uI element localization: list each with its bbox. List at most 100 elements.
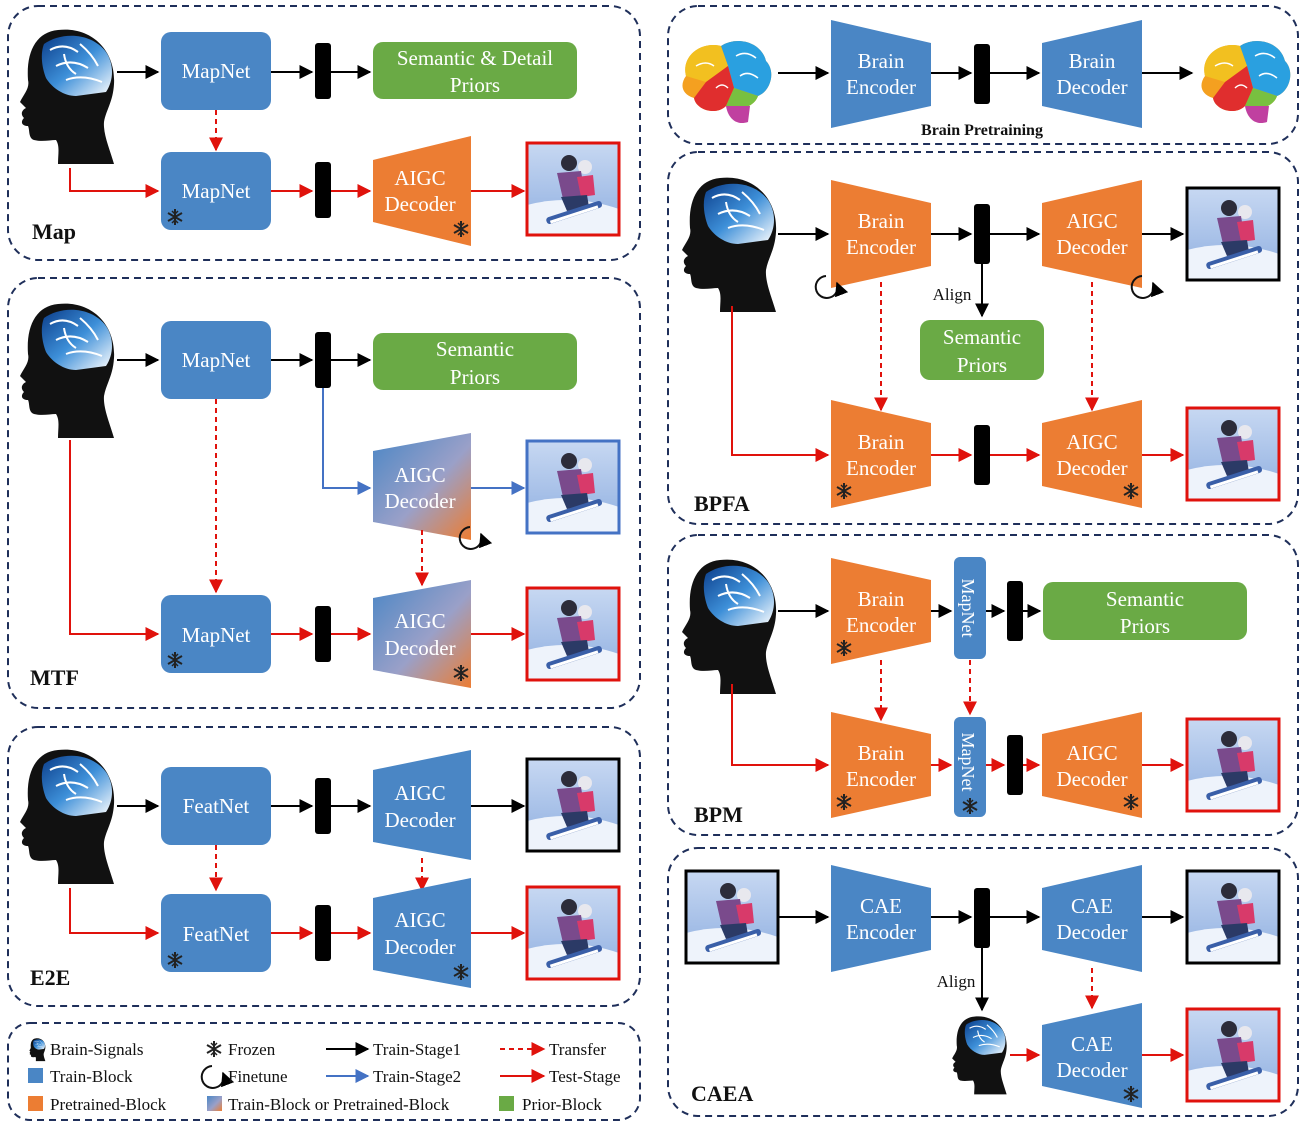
feature-vector [974,425,990,485]
mapnet-label: MapNet [182,623,251,647]
feature-vector [1007,581,1023,641]
encoder-line1: Brain [858,49,905,73]
encoder-line2: Encoder [846,767,916,791]
panel-label-bpm: BPM [694,802,743,827]
legend-finetune: Finetune [228,1067,288,1086]
mapnet-train-block [954,557,986,659]
mapnet-frozen-block [954,717,986,817]
brain-encoder-frozen-block [831,558,931,664]
panel-mtf: MapNet Semantic Priors AIGC Decoder MapN… [19,302,621,690]
mapnet-train-block [161,321,271,399]
decoder-line2: Decoder [384,192,455,216]
decoder-line1: AIGC [394,463,445,487]
legend: Brain-Signals Train-Block Pretrained-Blo… [28,1038,621,1114]
encoder-line2: Encoder [846,613,916,637]
panel-label-map: Map [32,219,76,244]
feature-vector [315,778,331,834]
legend-train-stage1: Train-Stage1 [373,1040,461,1059]
prior-line2: Priors [1120,614,1170,638]
encoder-line2: Encoder [846,456,916,480]
reconstructed-image [1187,188,1279,280]
finetune-icon [1132,276,1154,298]
cae-encoder-train-block [831,865,931,972]
panel-brain-pretraining: Brain Encoder Brain Decoder Brain Pretra… [681,20,1292,139]
train-block-swatch [28,1068,43,1083]
panel-label-bpfa: BPFA [694,491,750,516]
decoder-line2: Decoder [1056,1058,1127,1082]
decoder-line1: AIGC [394,781,445,805]
aigc-decoder-frozen-block [373,878,471,988]
mapnet-label: MapNet [958,733,978,792]
prior-line2: Priors [450,365,500,389]
brain-output-icon [1200,40,1292,124]
brain-signal-head-icon [681,558,778,695]
prior-block [373,42,577,99]
decoder-line2: Decoder [384,808,455,832]
feature-vector [974,888,990,948]
decoder-line1: AIGC [394,166,445,190]
legend-transfer: Transfer [549,1040,606,1059]
pretraining-caption: Brain Pretraining [921,122,1043,139]
encoder-line1: Brain [858,741,905,765]
prior-line2: Priors [450,73,500,97]
prior-line2: Priors [957,353,1007,377]
encoder-line2: Encoder [846,75,916,99]
legend-test-stage: Test-Stage [549,1067,621,1086]
aigc-decoder-frozen-block [1042,712,1142,818]
decoder-line1: AIGC [1066,430,1117,454]
aigc-decoder-train-block [373,750,471,860]
reconstructed-image [1187,719,1279,811]
brain-encoder-frozen-block [831,712,931,818]
decoder-line1: Brain [1069,49,1116,73]
decoder-line1: AIGC [394,908,445,932]
mapnet-frozen-block [161,152,271,230]
mapnet-label: MapNet [182,348,251,372]
featnet-label: FeatNet [183,922,250,946]
brain-signal-head-icon [19,28,116,165]
panel-map: MapNet Semantic & Detail Priors MapNet A… [19,28,621,246]
brain-encoder-frozen-block [831,400,931,508]
decoder-line2: Decoder [1056,235,1127,259]
decoder-line1: AIGC [1066,209,1117,233]
panel-caea: CAE Encoder CAE Decoder Align CAE Decode… [684,865,1281,1108]
feature-vector [1007,735,1023,795]
panel-bpfa: Brain Encoder AIGC Decoder Align Semanti… [681,176,1281,516]
reconstructed-image [1187,408,1279,500]
mapnet-label: MapNet [182,179,251,203]
feature-vector [315,606,331,662]
aigc-decoder-frozen-block [1042,400,1142,508]
decoder-line1: CAE [1071,894,1113,918]
encoder-line2: Encoder [846,235,916,259]
cae-decoder-frozen-block [1042,1003,1142,1108]
mapnet-train-block [161,32,271,110]
brain-signal-head-icon [951,1015,1008,1095]
prior-line1: Semantic [436,337,514,361]
align-label: Align [933,285,972,304]
encoder-line1: Brain [858,587,905,611]
brain-input-icon [681,40,773,124]
decoder-line1: CAE [1071,1032,1113,1056]
decoder-line2: Decoder [1056,456,1127,480]
input-image [686,871,778,963]
panel-label-caea: CAEA [691,1081,753,1106]
brain-signals-icon [29,1038,46,1062]
panel-label-mtf: MTF [30,665,79,690]
brain-signal-head-icon [681,176,778,313]
brain-decoder-train-block [1042,20,1142,128]
brain-encoder-train-block [831,20,931,128]
mixed-block-swatch [207,1096,222,1111]
decoder-line2: Decoder [1056,767,1127,791]
feature-vector [315,162,331,218]
legend-pretrained-block: Pretrained-Block [50,1095,167,1114]
pretrained-block-swatch [28,1096,43,1111]
decoder-line1: AIGC [1066,741,1117,765]
reconstructed-image [527,143,619,235]
reconstructed-image [527,759,619,851]
encoder-line1: Brain [858,430,905,454]
feature-vector [974,204,990,264]
featnet-frozen-block [161,894,271,972]
reconstructed-image [527,588,619,680]
decoder-line2: Decoder [384,489,455,513]
encoder-line1: Brain [858,209,905,233]
